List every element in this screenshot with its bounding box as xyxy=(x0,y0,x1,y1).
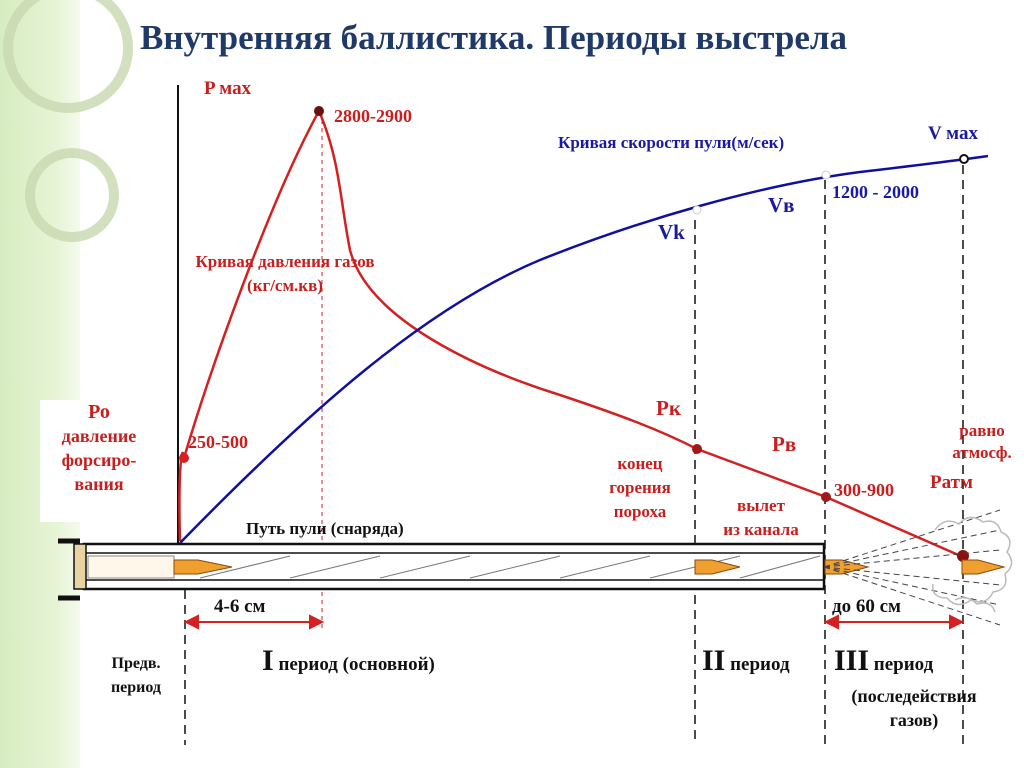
curve-markers xyxy=(179,106,969,562)
distance-label-1: 4-6 см xyxy=(214,596,266,617)
exit-line2: из канала xyxy=(723,520,799,539)
distance-arrows xyxy=(183,614,965,630)
pressure-max-label: P мах xyxy=(204,78,252,99)
burn-end-line2: горения xyxy=(609,478,671,497)
period-3-subtitle-line2: газов) xyxy=(889,710,939,730)
vk-label: Vk xyxy=(658,220,685,244)
pk-label: Pк xyxy=(656,396,681,420)
pv-value: 300-900 xyxy=(834,480,894,500)
p0-box-line3: форсиро- xyxy=(61,450,137,470)
period-3-subtitle-line1: (последействия xyxy=(851,686,977,706)
period-2-text: период xyxy=(730,654,790,675)
burn-end-line3: пороха xyxy=(613,502,667,521)
period-3: III период xyxy=(834,644,933,678)
vv-value: 1200 - 2000 xyxy=(832,182,919,202)
patm-note-line2: атмосф. xyxy=(952,443,1012,462)
exit-line1: вылет xyxy=(737,496,785,515)
period-preliminary-line1: Предв. xyxy=(111,655,161,672)
period-preliminary-line2: период xyxy=(110,679,162,696)
pv-label: Pв xyxy=(772,432,797,456)
period-3-subtitle: (последействия газов) xyxy=(826,684,1002,732)
p0-box: Ро давление форсиро- вания xyxy=(40,400,158,522)
period-3-text: период xyxy=(873,654,934,675)
burn-end-line1: конец xyxy=(617,454,663,473)
patm-note: равно атмосф. xyxy=(940,420,1024,464)
p0-box-line1: Ро xyxy=(88,401,110,423)
vmax-label: V мах xyxy=(928,123,978,144)
period-1-text: период (основной) xyxy=(278,654,435,675)
period-3-number: III xyxy=(834,644,870,677)
p0-value: 250-500 xyxy=(188,432,248,452)
pressure-curve-name: Кривая давления газов (кг/см.кв) xyxy=(162,250,408,298)
velocity-curve xyxy=(179,154,989,544)
period-1-number: I xyxy=(262,644,274,677)
patm-label: Pатм xyxy=(930,472,973,493)
patm-note-line1: равно xyxy=(959,421,1005,440)
vv-label: Vв xyxy=(768,193,795,217)
gas-cloud xyxy=(932,516,1013,613)
page-title: Внутренняя баллистика. Периоды выстрела xyxy=(140,18,848,57)
period-1: I период (основной) xyxy=(262,644,435,678)
bullet-path-label: Путь пули (снаряда) xyxy=(246,519,404,538)
p0-box-line4: вания xyxy=(74,474,124,494)
pressure-curve-name-line2: (кг/см.кв) xyxy=(247,276,323,295)
period-2-number: II xyxy=(702,644,726,677)
pressure-max-value: 2800-2900 xyxy=(334,106,412,126)
velocity-curve-name: Кривая скорости пули(м/сек) xyxy=(558,133,785,152)
decorative-circles xyxy=(3,0,133,242)
burn-end-label: конец горения пороха xyxy=(590,452,690,524)
period-2: II период xyxy=(702,644,790,678)
period-preliminary: Предв. период xyxy=(96,652,176,700)
decorative-background-strip xyxy=(0,0,80,768)
p0-box-line2: давление xyxy=(61,426,137,446)
pressure-curve-name-line1: Кривая давления газов xyxy=(195,252,375,271)
distance-label-2: до 60 см xyxy=(832,596,901,617)
exit-label: вылет из канала xyxy=(706,494,816,542)
